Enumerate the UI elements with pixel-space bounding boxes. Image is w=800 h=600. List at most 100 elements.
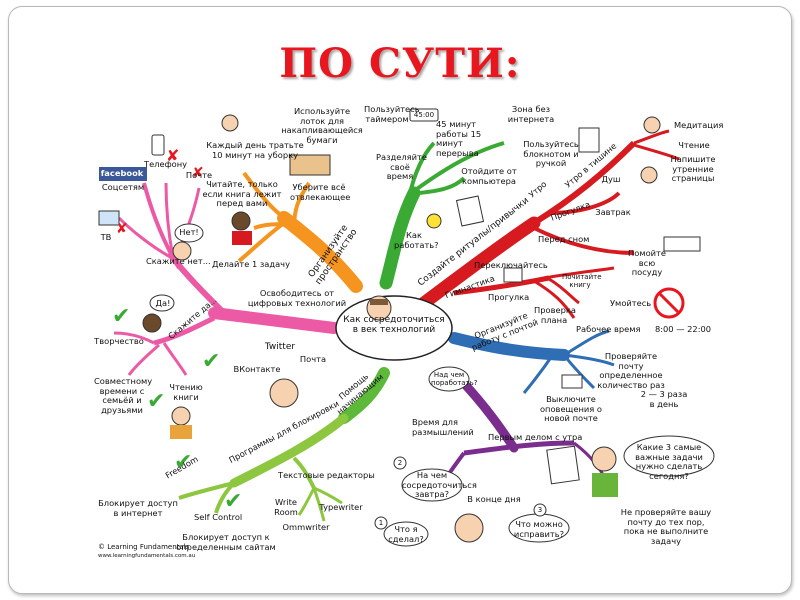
label-breakfast: Завтрак — [595, 207, 631, 217]
bubble-three-tasks — [623, 435, 715, 477]
label-notebook: Пользуйтесь блокнотом и ручкой — [523, 139, 579, 168]
site-url: www.learningfundamentals.com.au — [98, 553, 196, 559]
label-net: Нет! — [179, 227, 199, 237]
label-meditation: Медитация — [674, 120, 724, 130]
person-yes-icon — [142, 313, 162, 333]
mind-map-branches: ✔ ✔ ✔ ✔ ✔ ✘ ✘ ✘ — [98, 108, 715, 547]
bubble-what-work — [428, 366, 470, 392]
cross-icon: ✘ — [166, 148, 179, 165]
label-what-work: Над чем поработать? — [431, 371, 478, 387]
check-icon: ✔ — [174, 449, 192, 474]
label-reading-books: Чтению книги — [169, 382, 203, 402]
slide-title: ПО СУТИ: — [279, 40, 521, 87]
cross-icon: ✘ — [116, 220, 128, 236]
branch-help — [338, 367, 390, 424]
number-2: 2 — [397, 459, 403, 467]
label-tv: ТВ — [100, 232, 112, 242]
check-icon: ✔ — [147, 388, 165, 413]
label-first-morning: Первым делом с утра — [488, 432, 583, 442]
label-remove: Уберите всё отвлекающее — [290, 182, 351, 202]
label-social: Соцсетям — [101, 182, 145, 192]
copyright: © Learning Fundamentals — [98, 543, 190, 551]
no-computer-icon — [653, 287, 685, 319]
cross-icon: ✘ — [192, 164, 204, 180]
check-icon: ✔ — [224, 488, 242, 513]
branch-free-label: Освободитесь от цифровых технологий — [247, 288, 347, 308]
notebook-icon — [578, 127, 600, 153]
label-check-plan: Проверка плана — [534, 305, 576, 325]
shower-icon — [640, 166, 658, 184]
phone-icon — [151, 134, 165, 156]
label-no-mail: Не проверяйте вашу почту до тех пор, пок… — [620, 507, 712, 546]
envelope-icon — [561, 374, 583, 389]
person-center-icon — [366, 295, 392, 321]
label-da: Да! — [155, 298, 171, 308]
bubble-done — [383, 521, 429, 547]
label-self-control: Self Control — [194, 512, 243, 522]
label-mail: Почте — [185, 170, 213, 180]
label-split-time: Разделяйте своё время — [376, 152, 427, 181]
label-facebook: facebook — [100, 168, 144, 178]
label-dishes: Помойте всю посуду — [628, 248, 666, 277]
person-bottom-icon — [454, 513, 484, 543]
label-before-sleep: Перед сном — [538, 234, 590, 244]
sink-icon — [663, 236, 701, 252]
clipboard-icon — [546, 445, 580, 485]
label-twitter: Twitter — [264, 342, 296, 352]
label-timer: Пользуйтесь таймером — [364, 104, 420, 124]
tv-icon — [98, 210, 120, 226]
label-improve: Что можно исправить? — [513, 519, 565, 539]
timer-icon — [409, 108, 439, 122]
label-times: 2 — 3 раза в день — [640, 389, 688, 409]
person-no-icon — [172, 241, 192, 261]
label-walk2: Прогулка — [488, 292, 530, 302]
label-switch: Переключайтесь — [474, 260, 548, 270]
center-bubble — [335, 295, 453, 361]
person-right-icon — [591, 446, 618, 497]
meditation-icon — [643, 116, 661, 134]
label-cleanup: Каждый день тратьте 10 минут на уборку — [206, 140, 304, 160]
bubble-da — [149, 294, 175, 312]
paper-icon — [455, 195, 485, 227]
facebook-icon — [99, 167, 147, 181]
label-pochta: Почта — [299, 354, 327, 364]
label-one-task: Делайте 1 задачу — [212, 259, 290, 269]
check-icon: ✔ — [202, 348, 220, 373]
label-tray: Используйте лоток для накапливающейся бу… — [281, 106, 363, 145]
label-what-done: Что я сделал? — [388, 524, 424, 544]
label-work45: 45 минут работы 15 минут перерыва — [436, 119, 482, 158]
label-focus-tomorrow: На чем сосредоточиться завтра? — [402, 470, 477, 499]
branch-rituals — [417, 216, 541, 310]
label-write-room: Write Room — [274, 497, 298, 517]
label-end-day: В конце дня — [467, 494, 521, 504]
label-wash: Умойтесь — [610, 298, 652, 308]
person-reading-book-icon — [231, 211, 252, 245]
label-ommwriter: Ommwriter — [282, 522, 330, 532]
number-1: 1 — [378, 519, 384, 527]
number-circle-1 — [374, 516, 388, 530]
number-circle-2 — [393, 456, 407, 470]
label-pages: Напишите утренние страницы — [670, 154, 716, 183]
label-read-only: Читайте, только если книга лежит перед в… — [202, 179, 282, 208]
bubble-net — [174, 223, 204, 243]
label-vk: ВКонтакте — [233, 364, 281, 374]
branch-how-work-label: Как работать? — [394, 230, 439, 250]
number-circle-3 — [533, 503, 547, 517]
person-reading-icon — [170, 406, 192, 439]
check-icon: ✔ — [112, 303, 130, 328]
branch-reflect-label: Время для размышлений — [412, 417, 474, 437]
timer-display: 45:00 — [413, 111, 435, 119]
center-topic: Как сосредоточиться в век технологий — [343, 315, 445, 335]
mind-map: ✔ ✔ ✔ ✔ ✔ ✘ ✘ ✘ Как сосредоточиться в ве… — [94, 103, 724, 562]
label-work-time: Рабочее время — [576, 324, 641, 334]
label-block-sites: Блокирует доступ к определенным сайтам — [176, 532, 276, 552]
label-text-editors: Текстовые редакторы — [278, 470, 375, 480]
label-typewriter: Typewriter — [319, 502, 363, 512]
book-icon — [503, 267, 523, 283]
person-stressed-icon — [269, 378, 299, 408]
branch-how-work — [379, 186, 421, 290]
smiley-icon — [426, 213, 442, 229]
person-cleaning-icon — [221, 114, 239, 132]
number-3: 3 — [537, 506, 543, 514]
branch-free — [208, 307, 340, 334]
